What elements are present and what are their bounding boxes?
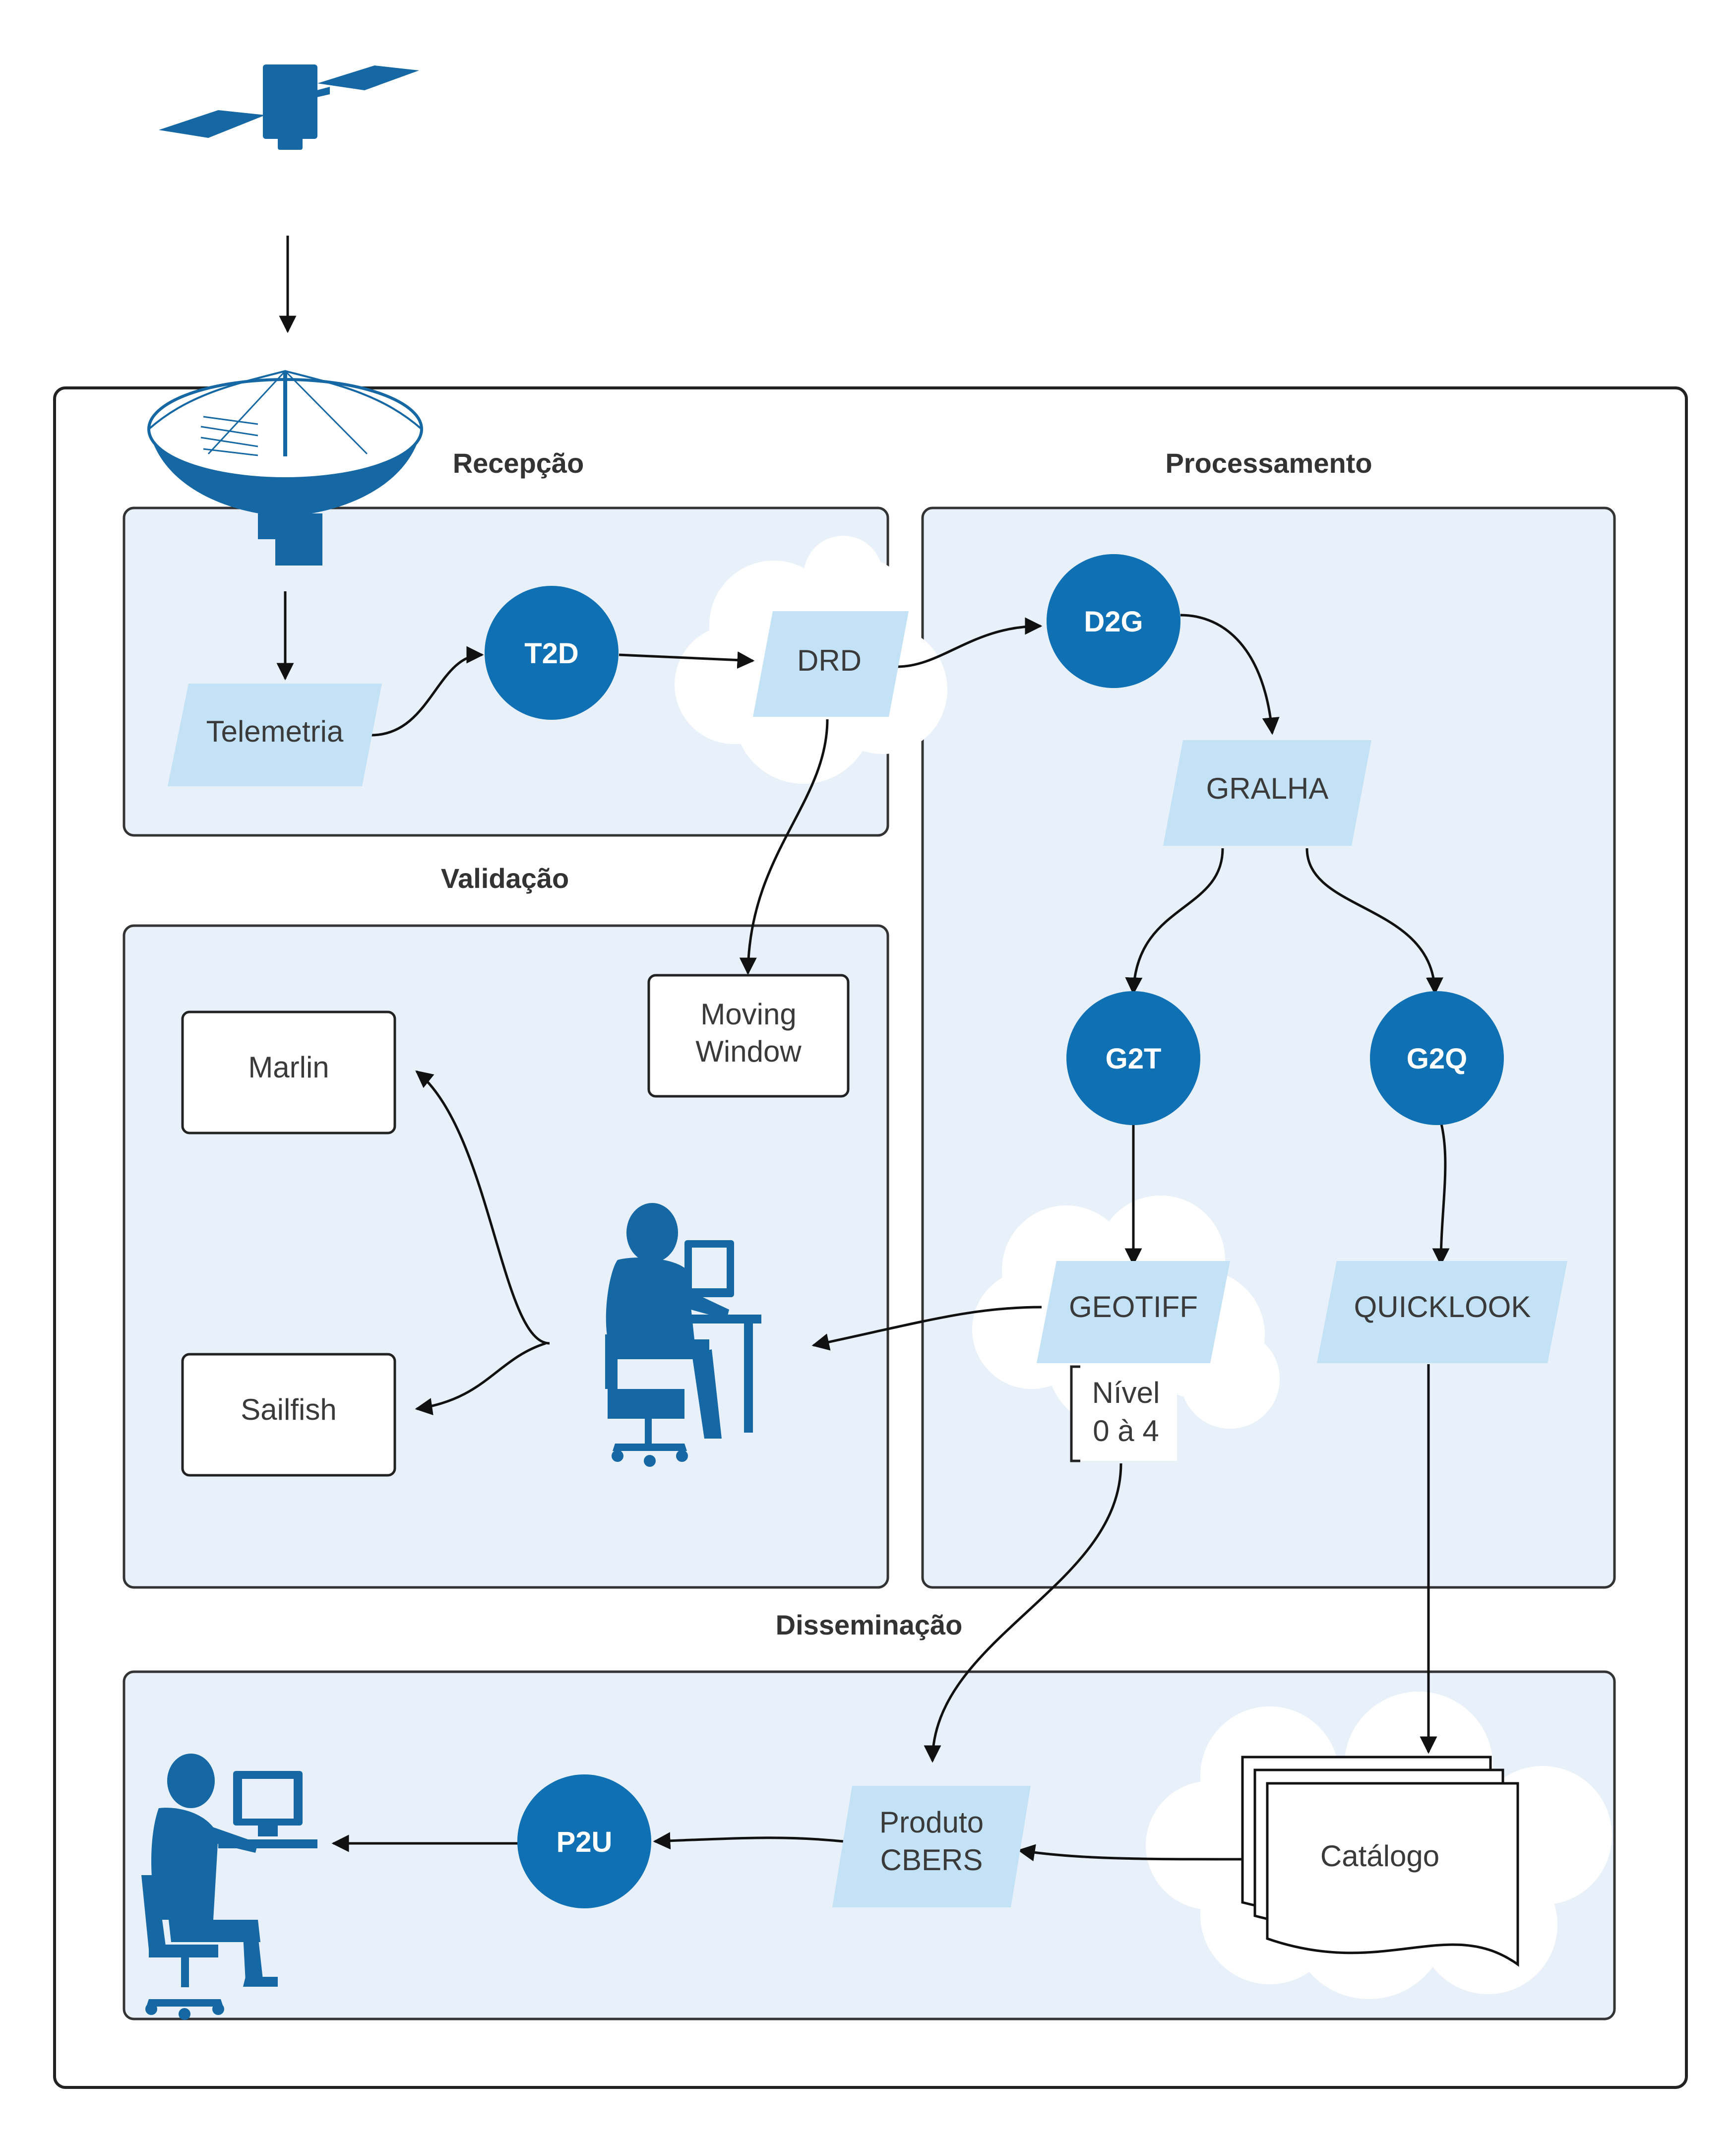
arrow-drd-to-d2g <box>896 617 1043 668</box>
arrow-geotiff-to-validator <box>811 1306 1042 1351</box>
node-produto-cbers: Produto CBERS <box>832 1786 1031 1907</box>
node-g2t: G2T <box>1066 991 1200 1125</box>
connectors <box>276 236 1450 1862</box>
node-catalogo: Catálogo <box>1241 1756 1519 1967</box>
arrow-nivel-to-produto <box>924 1463 1122 1763</box>
node-quicklook: QUICKLOOK <box>1317 1261 1567 1363</box>
arrow-gralha-to-g2q <box>1305 848 1443 995</box>
arrow-gralha-to-g2t <box>1125 848 1224 995</box>
node-moving-window: Moving Window <box>647 974 850 1098</box>
node-sailfish: Sailfish <box>181 1353 396 1477</box>
arrow-validator-to-sailfish <box>415 1342 546 1415</box>
annotation-nivel: Nível 0 à 4 <box>1070 1365 1177 1462</box>
node-d2g: D2G <box>1047 554 1180 688</box>
node-drd: DRD <box>753 611 909 717</box>
node-geotiff: GEOTIFF <box>1037 1261 1230 1363</box>
satellite-dish-icon <box>147 370 423 566</box>
section-title-validacao: Validação <box>441 863 569 894</box>
arrow-produto-to-p2u <box>653 1832 844 1850</box>
node-drd-label: DRD <box>797 644 862 677</box>
arrow-telemetria-to-t2d <box>371 646 484 737</box>
satellite-icon <box>159 64 419 150</box>
node-gralha: GRALHA <box>1163 740 1371 846</box>
arrow-g2q-to-quicklook <box>1432 1122 1450 1266</box>
arrow-d2g-to-gralha <box>1180 614 1280 735</box>
arrow-validator-to-marlin <box>415 1070 550 1345</box>
node-t2d: T2D <box>485 586 619 720</box>
node-sailfish-label: Sailfish <box>241 1393 336 1426</box>
node-d2g-label: D2G <box>1084 606 1143 638</box>
node-moving-window-line2: Window <box>695 1035 802 1068</box>
section-title-recepcao: Recepção <box>453 447 584 479</box>
node-telemetria: Telemetria <box>168 684 382 786</box>
node-geotiff-label: GEOTIFF <box>1069 1290 1198 1323</box>
node-moving-window-line1: Moving <box>700 998 796 1031</box>
arrow-t2d-to-drd <box>619 651 755 669</box>
node-produto-label-line1: Produto <box>879 1806 984 1839</box>
section-title-disseminacao: Disseminação <box>776 1609 963 1640</box>
node-t2d-label: T2D <box>524 637 579 670</box>
section-title-processamento: Processamento <box>1165 447 1372 479</box>
node-g2q: G2Q <box>1370 991 1504 1125</box>
node-p2u-label: P2U <box>557 1826 613 1858</box>
node-catalogo-label: Catálogo <box>1320 1839 1439 1873</box>
node-g2q-label: G2Q <box>1407 1043 1468 1075</box>
validator-person-icon <box>605 1203 761 1467</box>
arrow-catalogo-to-produto <box>1017 1844 1244 1862</box>
node-telemetria-label: Telemetria <box>206 715 344 748</box>
node-marlin: Marlin <box>181 1010 396 1134</box>
node-quicklook-label: QUICKLOOK <box>1354 1290 1531 1323</box>
annotation-nivel-line2: 0 à 4 <box>1093 1414 1159 1448</box>
node-gralha-label: GRALHA <box>1206 772 1329 805</box>
arrow-drd-to-moving-window <box>739 719 829 975</box>
node-produto-label-line2: CBERS <box>880 1843 983 1877</box>
panel-processamento <box>921 506 1616 1589</box>
end-user-person-icon <box>141 1754 317 2020</box>
node-marlin-label: Marlin <box>248 1051 329 1084</box>
node-p2u: P2U <box>517 1774 651 1908</box>
node-g2t-label: G2T <box>1106 1043 1162 1075</box>
annotation-nivel-line1: Nível <box>1092 1376 1160 1409</box>
